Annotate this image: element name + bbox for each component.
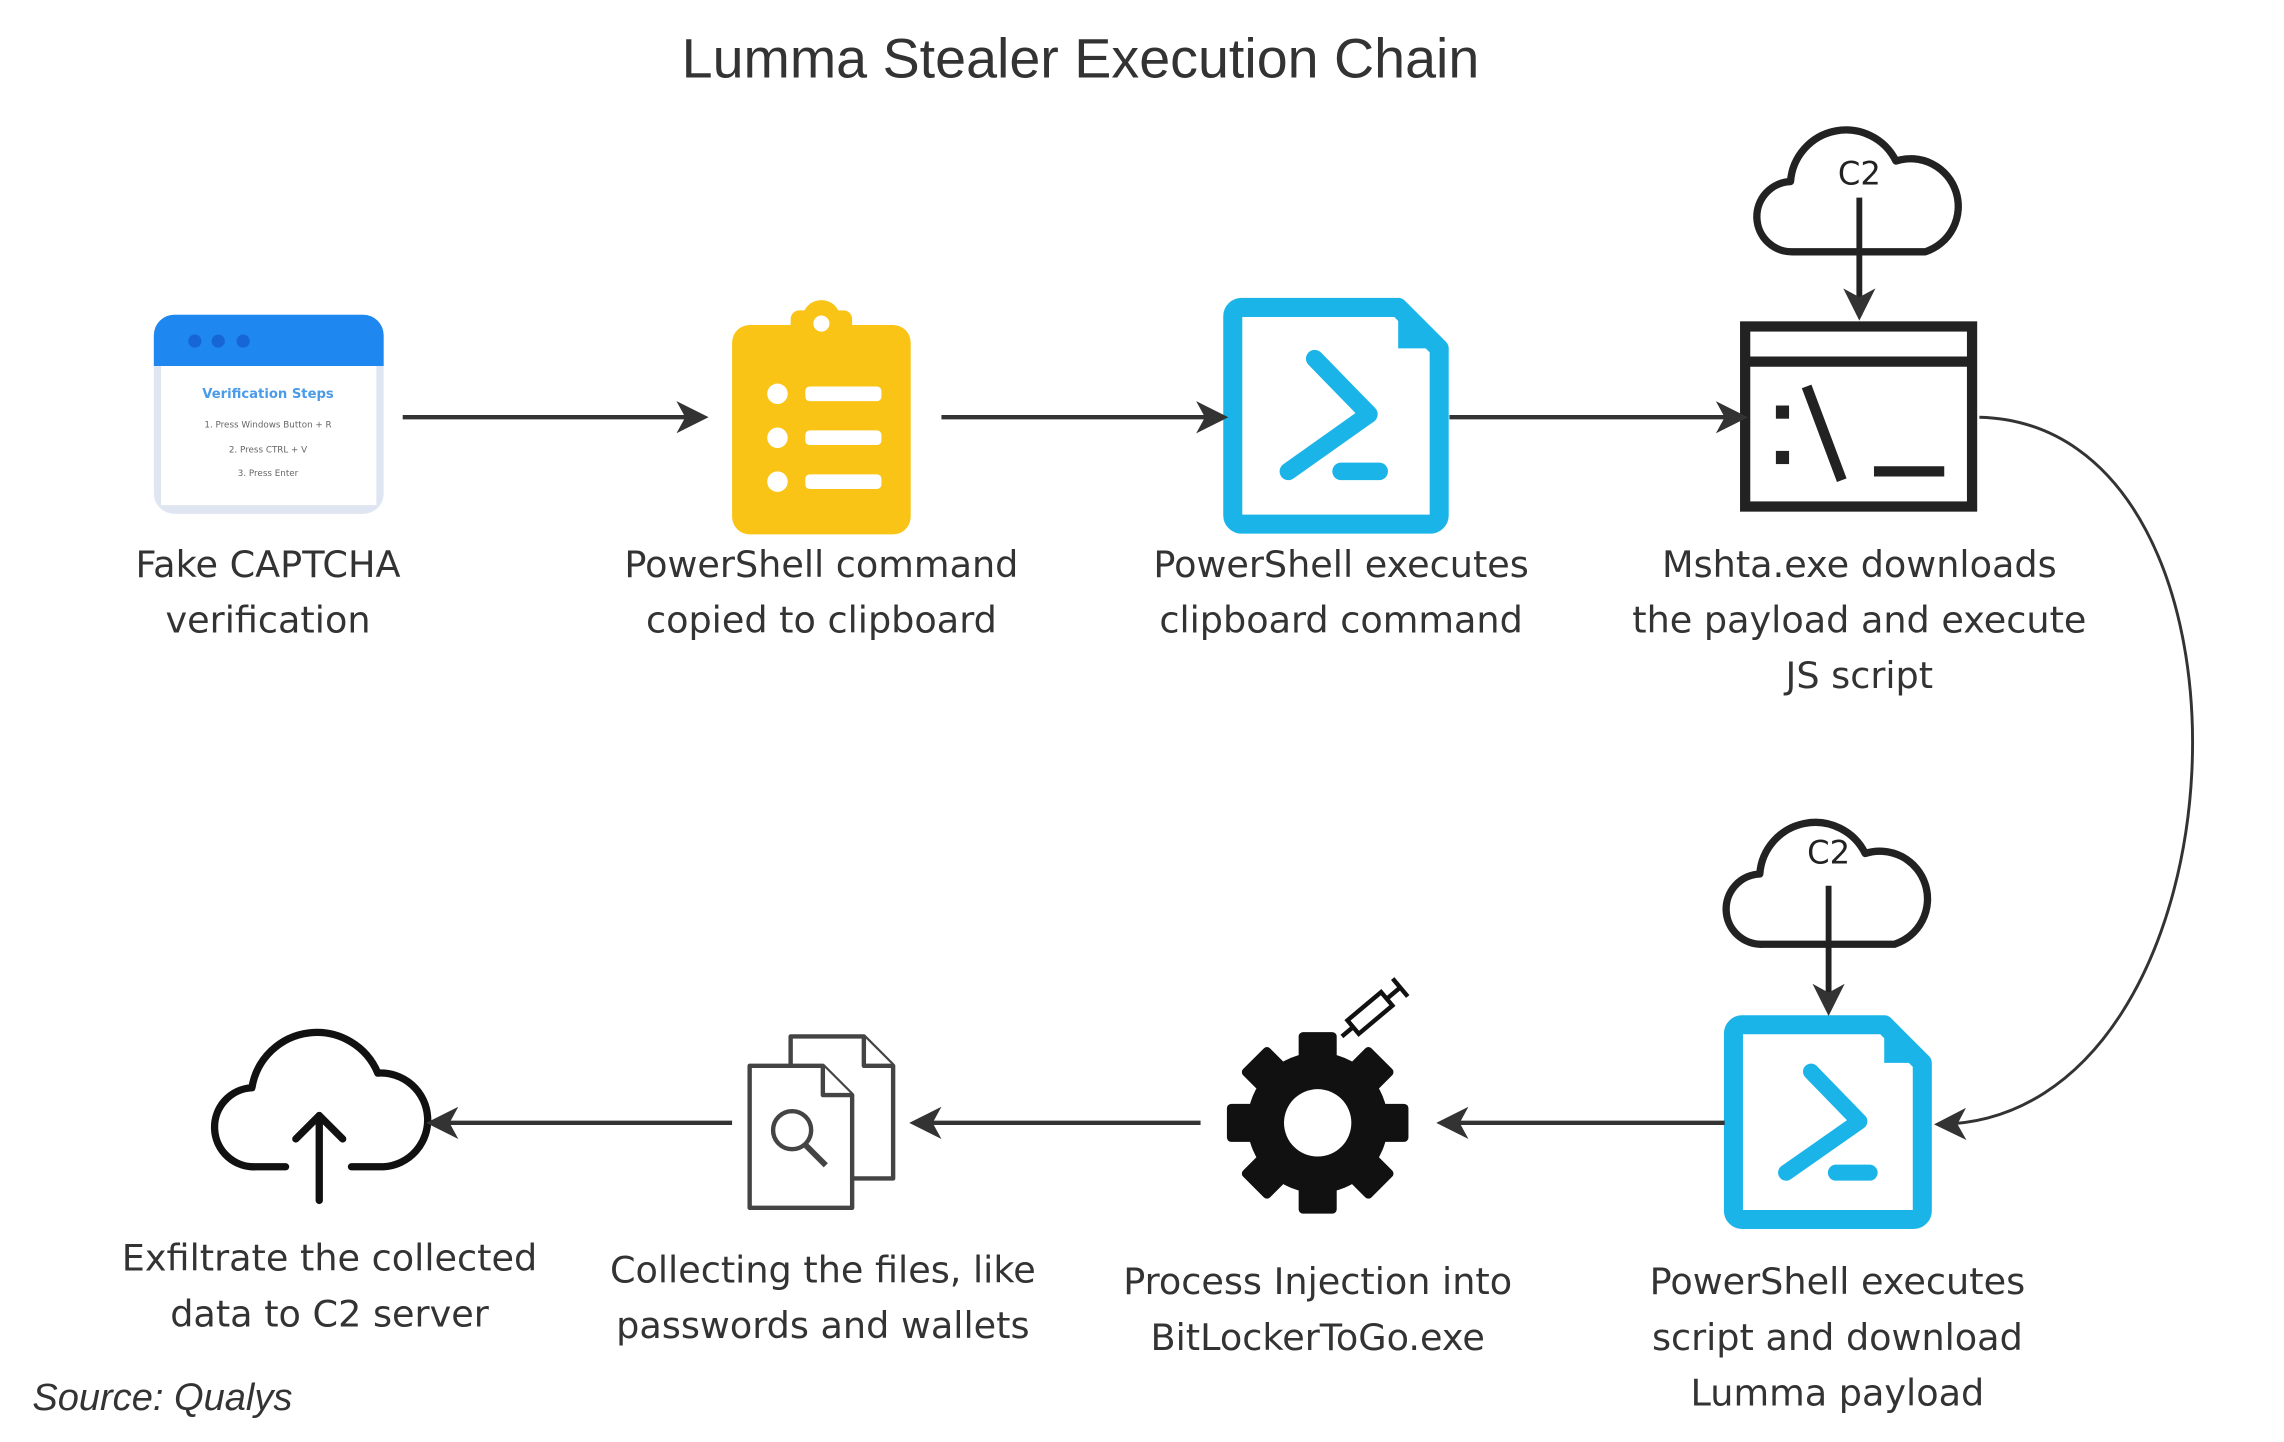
diagram-title: Lumma Stealer Execution Chain [682,28,1480,90]
svg-text:JS script: JS script [1784,654,1934,697]
clipboard-icon [732,300,911,535]
powershell-file-icon [1223,297,1449,534]
svg-text:Collecting the files, like: Collecting the files, like [610,1248,1036,1291]
svg-text:data to C2 server: data to C2 server [170,1292,490,1335]
step-label: Collecting the files, like passwords and… [610,1248,1036,1347]
browser-captcha-icon: Verification Steps 1. Press Windows Butt… [153,314,384,514]
step-label: Process Injection into BitLockerToGo.exe [1123,1260,1512,1359]
gear-syringe-icon [1226,977,1410,1214]
terminal-window-icon [1740,321,1978,512]
captcha-step: 2. Press CTRL + V [229,445,307,455]
step-label: PowerShell command copied to clipboard [624,543,1018,642]
svg-text:script and download: script and download [1652,1316,2023,1359]
step-label: PowerShell executes script and download … [1650,1260,2026,1414]
c2-label: C2 [1807,834,1850,872]
captcha-step: 1. Press Windows Button + R [204,420,331,430]
svg-text:Lumma payload: Lumma payload [1691,1371,1985,1414]
svg-text:verification: verification [166,598,371,641]
step-label: PowerShell executes clipboard command [1153,543,1529,642]
svg-text:PowerShell executes: PowerShell executes [1153,543,1529,586]
captcha-step: 3. Press Enter [238,469,299,479]
cloud-upload-icon [210,1028,432,1205]
source-credit: Source: Qualys [32,1377,292,1419]
svg-text:PowerShell executes: PowerShell executes [1650,1260,2026,1303]
step-label: Mshta.exe downloads the payload and exec… [1632,543,2086,697]
c2-label: C2 [1838,154,1881,192]
captcha-heading: Verification Steps [202,387,334,402]
documents-search-icon [747,1034,896,1210]
powershell-file-icon [1723,1015,1932,1229]
svg-text:clipboard command: clipboard command [1159,598,1522,641]
step-label: Exfiltrate the collected data to C2 serv… [122,1237,537,1336]
svg-text:Exfiltrate the collected: Exfiltrate the collected [122,1237,537,1280]
c2-cloud-icon: C2 [1722,818,1932,1016]
svg-text:Fake CAPTCHA: Fake CAPTCHA [136,543,401,586]
svg-text:the payload and execute: the payload and execute [1632,598,2086,641]
svg-text:Process Injection into: Process Injection into [1123,1260,1512,1303]
svg-text:BitLockerToGo.exe: BitLockerToGo.exe [1151,1316,1485,1359]
step-label: Fake CAPTCHA verification [136,543,401,642]
svg-text:Mshta.exe downloads: Mshta.exe downloads [1662,543,2057,586]
curved-flow-arrow [1934,415,2194,1140]
svg-text:passwords and wallets: passwords and wallets [616,1304,1029,1347]
svg-text:PowerShell command: PowerShell command [624,543,1018,586]
svg-text:copied to clipboard: copied to clipboard [646,598,997,641]
c2-cloud-icon: C2 [1753,126,1962,321]
